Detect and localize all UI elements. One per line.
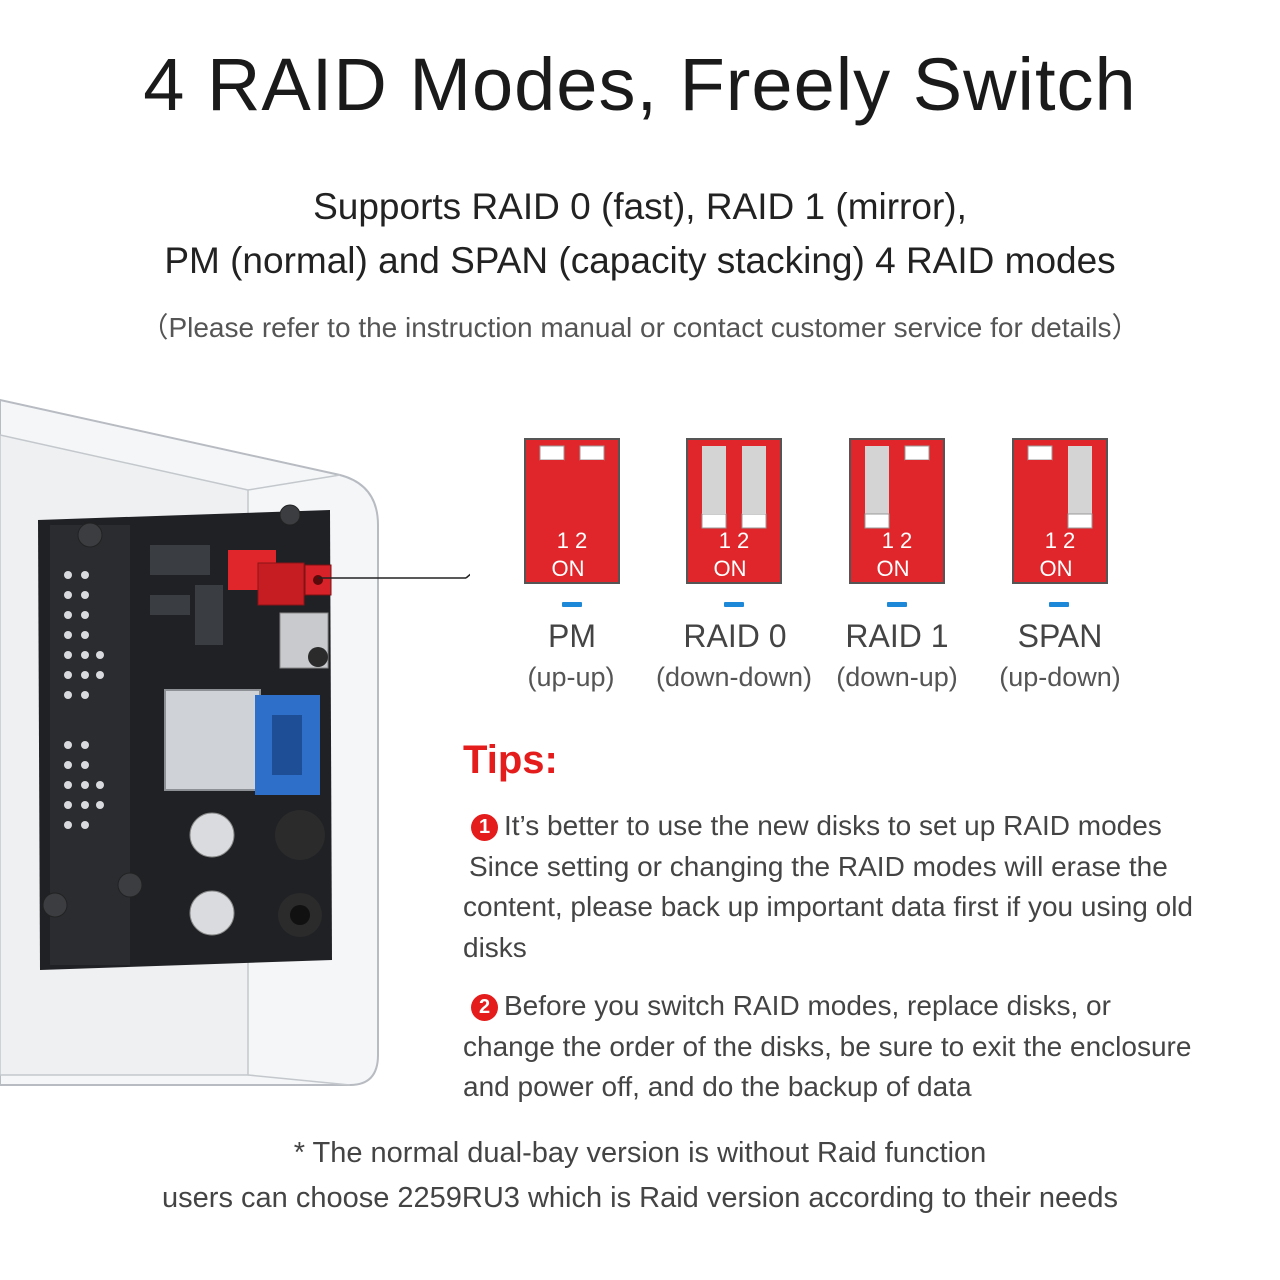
- number-one-icon: 1: [471, 814, 498, 841]
- page-title: 4 RAID Modes, Freely Switch: [143, 43, 1137, 126]
- mode-position-span: (up-down): [999, 662, 1121, 692]
- tip-2-first-line: Before you switch RAID modes, replace di…: [504, 990, 1111, 1021]
- switch-numbers-span: 1 2: [1045, 528, 1076, 553]
- tip-1-rest: Since setting or changing the RAID modes…: [463, 850, 1193, 963]
- switch-on-span: ON: [1040, 556, 1073, 581]
- footer-note-line-2: users can choose 2259RU3 which is Raid v…: [162, 1182, 1118, 1214]
- mode-position-raid0: (down-down): [655, 662, 813, 692]
- mode-indicator-pm: [562, 602, 582, 607]
- switch-numbers-pm: 1 2: [557, 528, 588, 553]
- tip-2-rest: change the order of the disks, be sure t…: [463, 1030, 1192, 1103]
- dip-switch-raid0: 1 2 ON: [686, 438, 782, 584]
- mode-name-raid1: RAID 1: [845, 618, 949, 654]
- footer-note-line-1: * The normal dual-bay version is without…: [293, 1137, 987, 1169]
- number-two-icon: 2: [471, 994, 498, 1021]
- tips-heading: Tips:: [463, 738, 558, 782]
- switch-on-raid1: ON: [877, 556, 910, 581]
- mode-name-raid0: RAID 0: [683, 618, 787, 654]
- mode-name-pm: PM: [548, 618, 596, 654]
- switch-numbers-raid0: 1 2: [719, 528, 750, 553]
- mode-indicator-raid0: [724, 602, 744, 607]
- switch-on-raid0: ON: [714, 556, 747, 581]
- enclosure-illustration: [0, 395, 526, 1120]
- switch-on-pm: ON: [552, 556, 585, 581]
- mode-name-span: SPAN: [1017, 618, 1103, 654]
- tip-1-first-line: It’s better to use the new disks to set …: [504, 810, 1162, 841]
- manual-note: （Please refer to the instruction manual …: [140, 312, 1140, 343]
- dip-switch-span: 1 2 ON: [1012, 438, 1108, 584]
- mode-indicator-span: [1049, 602, 1069, 607]
- subtitle-line-1: Supports RAID 0 (fast), RAID 1 (mirror),: [313, 186, 967, 227]
- switch-numbers-raid1: 1 2: [882, 528, 913, 553]
- mode-position-raid1: (down-up): [836, 662, 958, 692]
- mode-position-pm: (up-up): [527, 662, 615, 692]
- dip-switch-pm: 1 2 ON: [524, 438, 620, 584]
- subtitle-line-2: PM (normal) and SPAN (capacity stacking)…: [164, 240, 1116, 281]
- mode-indicator-raid1: [887, 602, 907, 607]
- dip-switch-raid1: 1 2 ON: [849, 438, 945, 584]
